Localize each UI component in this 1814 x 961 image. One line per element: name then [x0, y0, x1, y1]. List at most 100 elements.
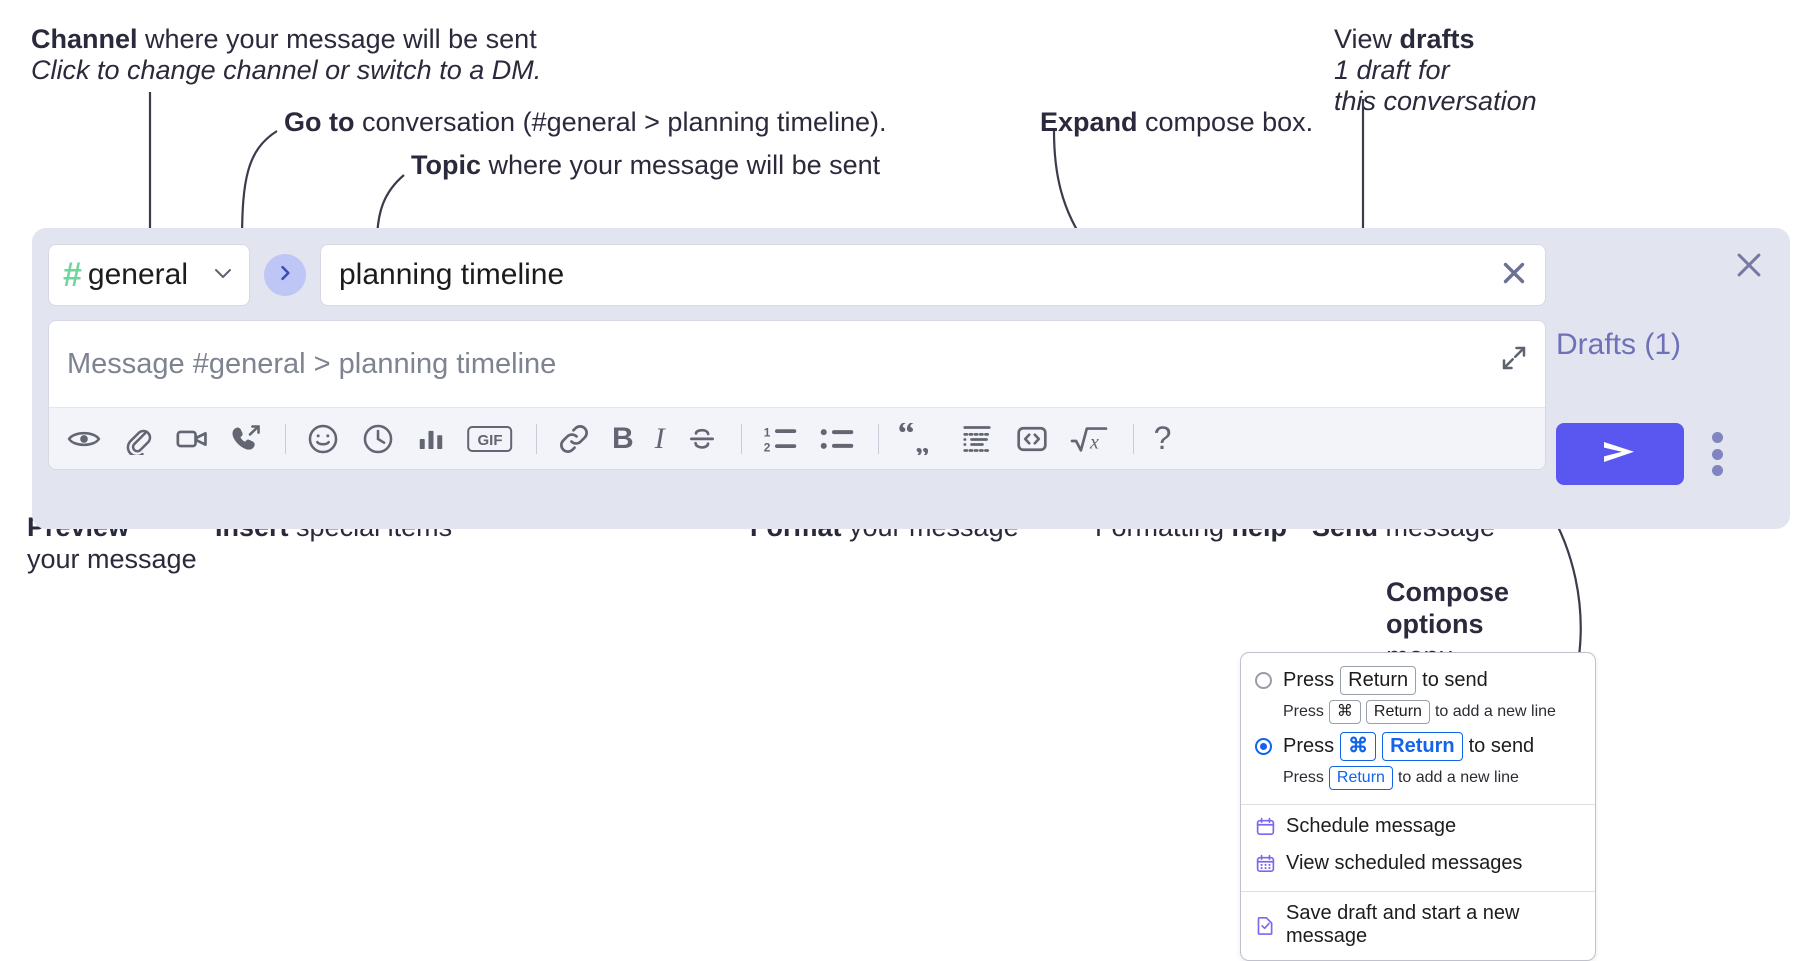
annotation-co-bold1: Compose	[1386, 577, 1510, 607]
compose-right-rail: Drafts (1)	[1546, 228, 1790, 529]
kbd-return-blue-2: Return	[1328, 766, 1393, 790]
kbd-return-blue: Return	[1382, 732, 1463, 761]
option-return-sub: Press ⌘ Return to add a new line	[1241, 698, 1595, 729]
separator-1	[285, 423, 286, 454]
close-icon[interactable]	[1497, 256, 1531, 295]
option-return-label: Press Return to send	[1283, 666, 1488, 695]
menu-item-schedule-message[interactable]: Schedule message	[1241, 805, 1595, 845]
save-draft-icon	[1255, 915, 1276, 936]
menu-item-save-draft-label: Save draft and start a new message	[1286, 902, 1520, 947]
kbd-return-2: Return	[1365, 700, 1430, 724]
latex-button[interactable]: x	[1070, 422, 1110, 456]
annotation-channel: Channel where your message will be sent	[31, 23, 537, 56]
separator-4	[877, 423, 879, 454]
kbd-cmd: ⌘	[1328, 700, 1361, 724]
annotation-channel-sub: Click to change channel or switch to a D…	[31, 55, 542, 85]
attach-button[interactable]	[122, 423, 154, 455]
annotation-drafts: View drafts	[1334, 23, 1475, 56]
annotation-channel-bold: Channel	[31, 24, 138, 54]
reminder-button[interactable]	[361, 422, 395, 456]
emoji-button[interactable]	[306, 422, 340, 456]
annotation-drafts-bold: drafts	[1399, 24, 1475, 54]
menu-item-save-draft[interactable]: Save draft and start a new message	[1241, 892, 1595, 960]
send-icon	[1598, 436, 1642, 473]
annotation-drafts-prefix: View	[1334, 24, 1400, 54]
separator-5	[1132, 423, 1134, 454]
menu-item-schedule-label: Schedule message	[1286, 815, 1457, 837]
option-cmd-sub-suffix: to add a new line	[1397, 769, 1519, 786]
annotation-topic-rest: where your message will be sent	[481, 150, 881, 180]
annotation-preview-line2: your message	[27, 544, 197, 574]
option-return-to-send[interactable]: Press Return to send	[1241, 663, 1595, 698]
annotation-expand: Expand compose box.	[1040, 106, 1313, 139]
separator-3	[740, 423, 742, 454]
compose-options-button[interactable]	[1712, 432, 1723, 476]
hash-icon: #	[63, 256, 82, 294]
kbd-cmd-blue: ⌘	[1340, 732, 1377, 761]
option-cmd-prefix: Press	[1283, 735, 1335, 757]
close-icon[interactable]	[1732, 248, 1766, 287]
poll-button[interactable]	[416, 424, 446, 454]
annotation-co-bold2: options	[1386, 609, 1484, 639]
italic-button[interactable]: I	[655, 422, 665, 456]
inline-code-button[interactable]	[1015, 422, 1049, 456]
annotation-expand-rest: compose box.	[1137, 107, 1314, 137]
compose-inner: # general planning timeline Messag	[48, 244, 1546, 470]
message-input[interactable]: Message #general > planning timeline	[49, 321, 1545, 407]
menu-item-view-scheduled[interactable]: View scheduled messages	[1241, 845, 1595, 882]
drafts-link[interactable]: Drafts (1)	[1556, 328, 1682, 361]
message-area: Message #general > planning timeline	[48, 320, 1546, 470]
channel-name: general	[87, 258, 188, 291]
gif-button[interactable]: GIF	[467, 424, 513, 454]
audio-clip-button[interactable]	[230, 423, 262, 455]
topic-value: planning timeline	[339, 258, 565, 291]
send-button[interactable]	[1556, 423, 1684, 485]
annotation-goto-bold: Go to	[284, 107, 355, 137]
compose-options-menu: Press Return to send Press ⌘ Return to a…	[1240, 652, 1596, 961]
option-cmd-return-sub: Press Return to add a new line	[1241, 764, 1595, 795]
annotation-topic-bold: Topic	[411, 150, 481, 180]
radio-return[interactable]	[1255, 672, 1272, 689]
annotation-compose-options-line1: Compose	[1386, 576, 1509, 609]
option-return-sub-prefix: Press	[1283, 703, 1324, 720]
annotation-goto: Go to conversation (#general > planning …	[284, 106, 887, 139]
kebab-dot-2	[1712, 448, 1723, 460]
formatting-help-button[interactable]: ?	[1154, 420, 1172, 457]
bold-label: B	[612, 421, 634, 455]
annotation-channel-rest: where your message will be sent	[137, 24, 537, 54]
option-return-prefix: Press	[1283, 669, 1335, 691]
svg-text:„: „	[915, 427, 930, 455]
topic-field[interactable]: planning timeline	[320, 244, 1546, 306]
menu-divider-2	[1241, 891, 1595, 892]
calendar-icon	[1255, 816, 1276, 837]
strikethrough-button[interactable]	[686, 423, 718, 455]
bold-button[interactable]: B	[612, 422, 634, 456]
compose-panel: # general planning timeline Messag	[32, 228, 1790, 529]
expand-icon[interactable]	[1499, 343, 1529, 378]
menu-divider-1	[1241, 804, 1595, 805]
preview-button[interactable]	[67, 422, 101, 456]
annotation-goto-rest: conversation (#general > planning timeli…	[354, 107, 887, 137]
menu-item-view-scheduled-label: View scheduled messages	[1286, 852, 1523, 874]
option-cmd-return-to-send[interactable]: Press ⌘ Return to send	[1241, 729, 1595, 764]
option-return-sub-suffix: to add a new line	[1434, 703, 1556, 720]
chevron-down-icon	[211, 261, 235, 290]
question-mark-label: ?	[1153, 420, 1172, 456]
annotation-expand-bold: Expand	[1040, 107, 1138, 137]
option-return-suffix: to send	[1422, 669, 1488, 691]
code-block-button[interactable]	[960, 424, 994, 454]
blockquote-button[interactable]: “„	[899, 423, 939, 455]
radio-cmd-return[interactable]	[1255, 738, 1272, 755]
link-button[interactable]	[557, 422, 591, 456]
annotation-drafts-line2: 1 draft for	[1334, 55, 1450, 85]
svg-text:2: 2	[763, 440, 770, 454]
kebab-dot-1	[1712, 432, 1723, 443]
annotation-compose-options-line2: options	[1386, 608, 1483, 641]
bulleted-list-button[interactable]	[819, 424, 855, 454]
video-clip-button[interactable]	[175, 422, 209, 456]
goto-conversation-button[interactable]	[264, 254, 306, 296]
separator-2	[536, 423, 537, 454]
channel-selector[interactable]: # general	[48, 244, 250, 306]
calendar-grid-icon	[1255, 853, 1276, 874]
